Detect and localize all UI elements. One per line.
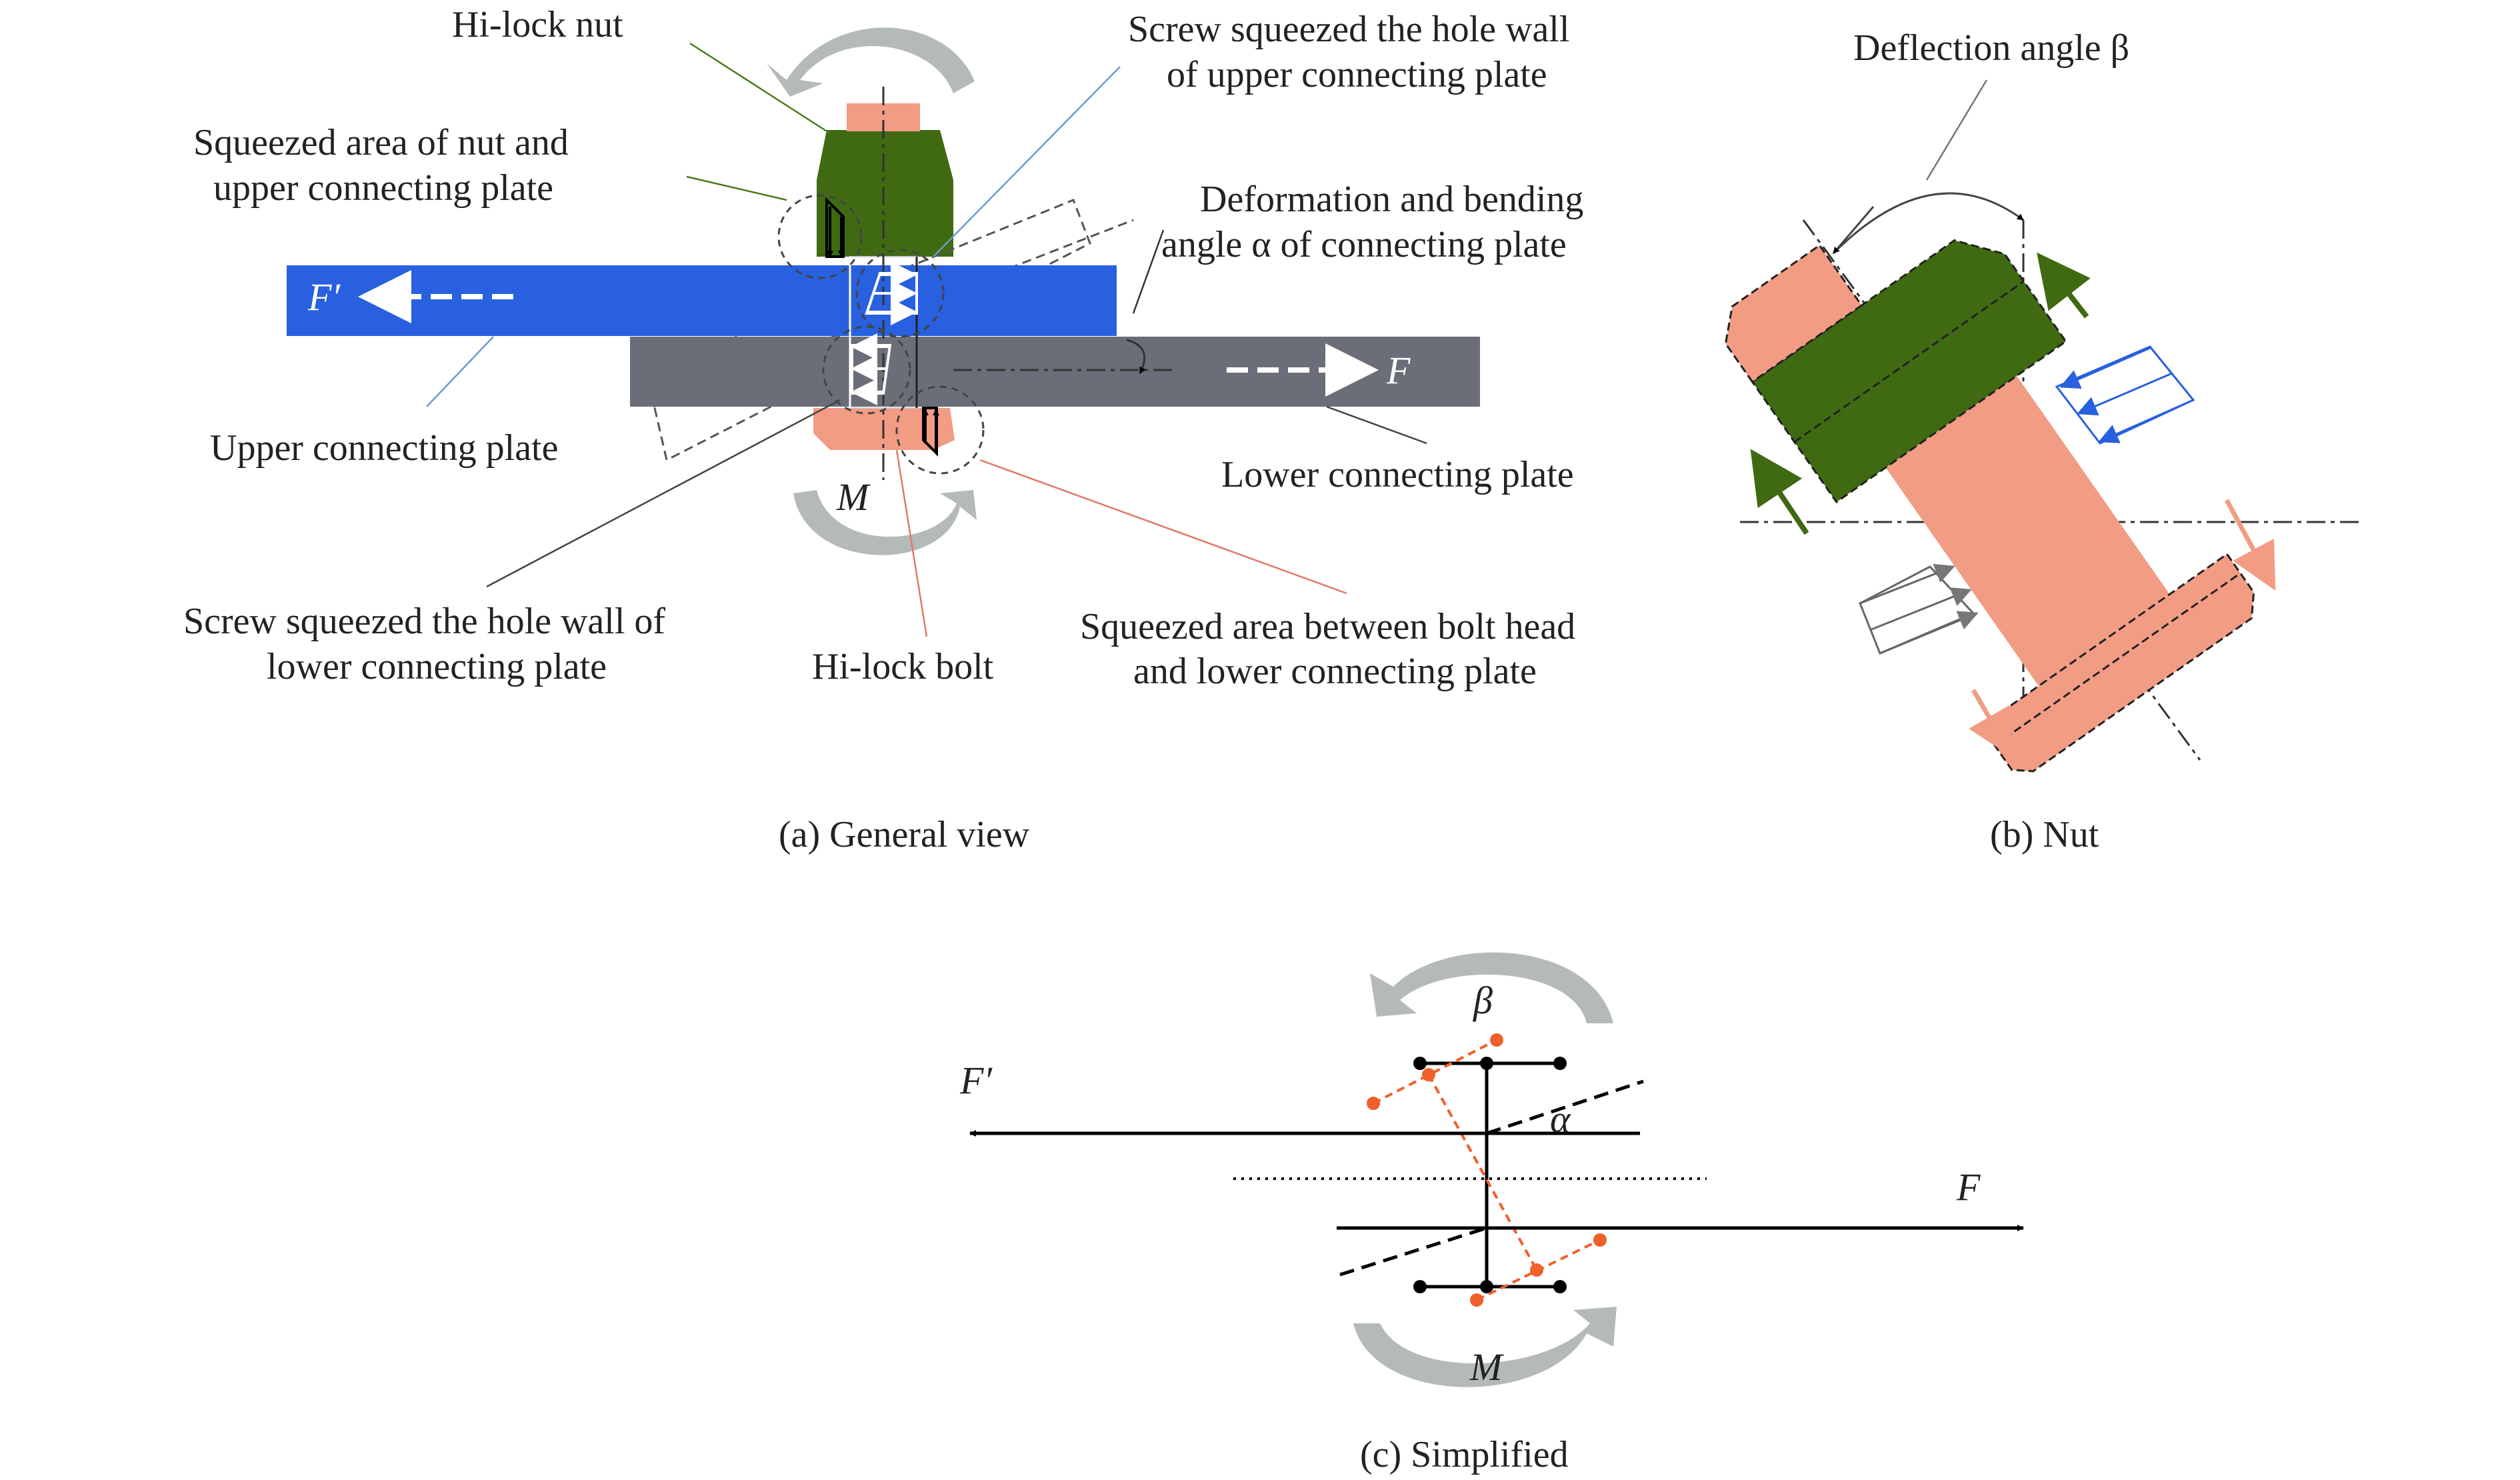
label-squeezed-nut-2: upper connecting plate bbox=[213, 167, 553, 209]
leader-deflection bbox=[1925, 79, 1988, 181]
squeeze-circle-bolt-head bbox=[895, 385, 985, 475]
simplified-bending-line-upper bbox=[1486, 1079, 1644, 1135]
bolt-force-arrow-right bbox=[2224, 499, 2276, 591]
label-screw-lower-2: lower connecting plate bbox=[267, 646, 607, 687]
deflection-angle-arc bbox=[1832, 192, 2024, 255]
caption-a: (a) General view bbox=[779, 814, 1030, 855]
simplified-rotation-arrow-top bbox=[1370, 952, 1613, 1023]
label-squeezed-nut-1: Squeezed area of nut and bbox=[193, 122, 569, 163]
leader-deformation bbox=[1132, 229, 1165, 314]
label-squeezed-bolt-1: Squeezed area between bolt head bbox=[1080, 606, 1575, 647]
panel-a-general-view: F′ F M Hi-lock nut Squeezed area of nut … bbox=[183, 4, 1583, 855]
simplified-top-dot-left bbox=[1413, 1057, 1427, 1070]
tilted-assembly bbox=[1724, 239, 2255, 773]
f-symbol: F bbox=[1386, 349, 1411, 392]
moment-symbol-a: M bbox=[836, 475, 871, 519]
hilock-nut bbox=[817, 130, 953, 257]
gray-stress-outline bbox=[1859, 565, 1975, 655]
caption-b: (b) Nut bbox=[1990, 814, 2099, 855]
label-deformation-2: angle α of connecting plate bbox=[1161, 224, 1567, 265]
label-deformation-1: Deformation and bending bbox=[1200, 179, 1583, 220]
leader-squeezed-nut bbox=[686, 175, 787, 201]
leader-upper-plate bbox=[426, 336, 494, 407]
gray-stress-arrow-2 bbox=[1869, 587, 1972, 631]
leader-hilock-bolt bbox=[895, 449, 928, 637]
leader-screw-upper bbox=[933, 66, 1121, 257]
blue-stress-arrow-1 bbox=[2059, 347, 2151, 389]
simplified-f: F bbox=[1956, 1165, 1981, 1209]
panel-b-nut: Deflection angle β (b) Nut bbox=[1724, 27, 2360, 855]
deformed-bottom-dot-left bbox=[1470, 1293, 1483, 1307]
simplified-rotation-arrow-bottom bbox=[1353, 1307, 1617, 1387]
simplified-bottom-dot-right bbox=[1553, 1280, 1567, 1293]
rotation-arrow-bottom bbox=[793, 490, 977, 555]
squeeze-circle-lower-hole bbox=[822, 325, 911, 415]
nut-force-arrow-lower bbox=[1750, 449, 1809, 535]
simplified-moment: M bbox=[1469, 1345, 1504, 1389]
simplified-bending-line-lower bbox=[1339, 1226, 1487, 1277]
leader-lower-plate bbox=[1326, 405, 1427, 445]
gray-stress-arrow-3 bbox=[1879, 611, 1979, 655]
label-lower-plate: Lower connecting plate bbox=[1221, 454, 1574, 495]
tilted-bolt-shank bbox=[1885, 375, 2170, 687]
simplified-f-prime: F′ bbox=[959, 1059, 993, 1102]
blue-stress-arrow-3 bbox=[2098, 399, 2194, 443]
rotation-arrow-top bbox=[767, 27, 975, 97]
f-prime-symbol: F′ bbox=[307, 275, 341, 319]
simplified-alpha: α bbox=[1550, 1097, 1571, 1141]
label-screw-upper-1: Screw squeezed the hole wall bbox=[1128, 9, 1569, 50]
squeeze-circle-upper-hole bbox=[855, 249, 945, 338]
deformed-bottom-dot-right bbox=[1593, 1233, 1607, 1247]
deformed-top-bar bbox=[1373, 1039, 1497, 1105]
label-hilock-bolt: Hi-lock bolt bbox=[812, 646, 994, 687]
tilted-bolt-head bbox=[1979, 553, 2255, 773]
label-hilock-nut: Hi-lock nut bbox=[452, 4, 623, 45]
deformed-bolt bbox=[1427, 1074, 1538, 1271]
upper-connecting-plate bbox=[287, 265, 1117, 336]
simplified-top-dot-right bbox=[1553, 1057, 1567, 1070]
label-squeezed-bolt-2: and lower connecting plate bbox=[1133, 651, 1537, 692]
deflection-angle-arc-start bbox=[1832, 206, 1875, 254]
label-screw-lower-1: Screw squeezed the hole wall of bbox=[183, 601, 665, 642]
bending-angle-arc bbox=[1126, 339, 1146, 374]
simplified-bottom-dot-left bbox=[1413, 1280, 1427, 1293]
deformed-plate-outline bbox=[645, 199, 1091, 462]
gray-stress-arrow-1 bbox=[1859, 563, 1955, 605]
leader-screw-lower bbox=[486, 399, 841, 588]
squeeze-circle-nut bbox=[777, 194, 863, 279]
caption-c: (c) Simplified bbox=[1360, 1434, 1569, 1475]
label-deflection-angle: Deflection angle β bbox=[1853, 27, 2129, 69]
simplified-bottom-dot-mid bbox=[1480, 1280, 1493, 1293]
label-screw-upper-2: of upper connecting plate bbox=[1167, 54, 1547, 95]
deformed-bottom-dot-mid bbox=[1530, 1263, 1543, 1277]
deformed-top-dot-left bbox=[1367, 1097, 1380, 1110]
label-upper-plate: Upper connecting plate bbox=[210, 427, 558, 469]
panel-c-simplified: β F′ α F bbox=[959, 952, 2024, 1475]
deformed-top-dot-right bbox=[1490, 1033, 1503, 1047]
tilted-bolt-head-split bbox=[1994, 572, 2241, 747]
tilted-nut-split bbox=[1793, 280, 2025, 443]
tilted-nut bbox=[1751, 239, 2067, 504]
blue-stress-outline bbox=[2055, 345, 2195, 445]
bolt-force-arrow-left bbox=[1969, 689, 2013, 758]
simplified-beta: β bbox=[1473, 979, 1493, 1022]
nut-force-arrow-upper bbox=[2037, 252, 2091, 319]
tilted-nut-cap bbox=[1724, 243, 1863, 383]
leader-hilock-nut bbox=[689, 42, 831, 135]
leader-squeezed-bolt bbox=[979, 459, 1347, 595]
blue-stress-arrow-2 bbox=[2077, 372, 2173, 416]
